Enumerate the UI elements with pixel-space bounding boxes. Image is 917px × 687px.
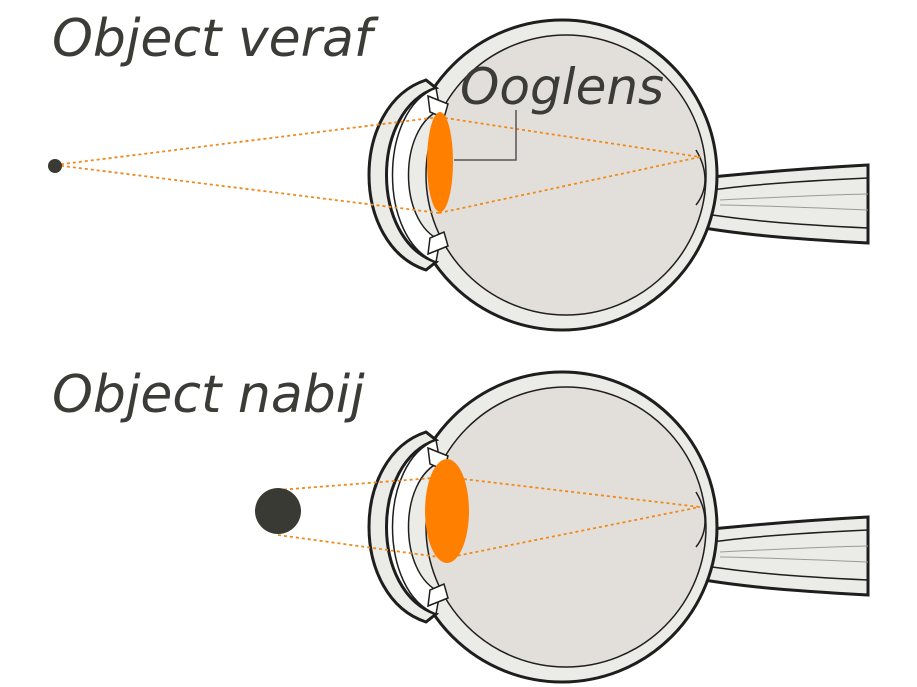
near-object-title: Object nabij [52,365,365,425]
vitreous-body [425,386,707,668]
vitreous-body [425,34,707,316]
eye-near [277,370,870,684]
cornea [367,78,440,272]
far-object-panel: Object veraf [48,9,870,332]
lens-leader-line [454,110,517,161]
cornea [367,430,440,624]
near-object-dot [255,488,301,534]
lens-label: Ooglens [460,58,664,116]
near-object-panel: Object nabij [52,365,870,684]
iris-bottom [427,582,449,608]
optic-nerve [688,515,870,597]
far-object-dot [48,159,62,173]
light-rays-far [54,116,701,214]
eye-far [54,18,870,332]
iris-bottom [427,230,449,256]
far-object-title: Object veraf [52,9,379,69]
light-rays-near [277,476,701,559]
eye-lens-thick [425,459,469,563]
eye-lens-thin [427,112,453,212]
optic-nerve [688,163,870,245]
